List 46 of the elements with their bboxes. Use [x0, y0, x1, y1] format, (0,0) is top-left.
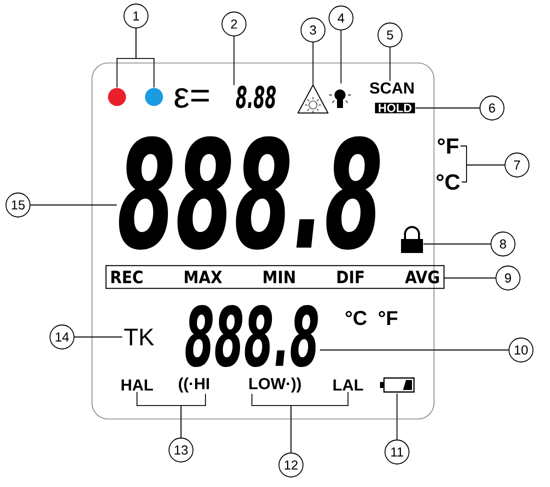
backlight-icon [328, 90, 352, 108]
unit-label: °C [346, 310, 367, 326]
callout-number: 15 [6, 192, 30, 218]
hold-badge: HOLD [375, 102, 415, 114]
battery-icon [380, 377, 415, 393]
leader-line [30, 204, 118, 206]
emissivity-digits: 8.88 [236, 86, 276, 108]
callout-number: 6 [480, 96, 504, 120]
main-digits: 888.8 [119, 136, 380, 250]
display-label: TK [124, 328, 154, 346]
display-label: HAL [122, 379, 153, 390]
callout-number: 7 [504, 152, 530, 178]
unit-label: °F [438, 138, 458, 154]
callout-number: 10 [508, 338, 534, 362]
unit-label: °C [436, 174, 460, 190]
display-label: LAL [334, 379, 364, 390]
indicator-dot [108, 88, 126, 106]
leader-line [180, 393, 206, 438]
callout-number: 13 [168, 438, 194, 462]
leader-line [312, 42, 314, 85]
emissivity-label: ε= [174, 88, 209, 108]
callout-number: 2 [222, 12, 246, 36]
leader-line [136, 28, 154, 88]
display-label: LOW·)) [249, 378, 301, 392]
callout-number: 3 [300, 18, 326, 42]
leader-line [396, 393, 398, 440]
leader-line [74, 336, 123, 338]
callout-number: 8 [490, 232, 516, 256]
callout-number: 5 [378, 22, 402, 48]
laser-warning-icon [298, 84, 328, 114]
display-label: SCAN [370, 82, 414, 94]
display-label: ((·HI [178, 378, 209, 392]
callout-number: 1 [124, 4, 148, 28]
callout-number: 11 [384, 440, 410, 464]
callout-number: 14 [50, 324, 74, 350]
secondary-digits: 888.8 [186, 305, 318, 367]
callout-number: 12 [278, 452, 304, 478]
leader-line [290, 392, 348, 453]
callout-number: 9 [496, 266, 520, 290]
leader-line [461, 164, 505, 182]
leader-line [340, 30, 342, 84]
lock-icon [401, 226, 423, 253]
callout-number: 4 [328, 6, 354, 30]
indicator-dot [145, 88, 163, 106]
mode-label-box: REC MAX MIN DIF AVG [106, 265, 444, 289]
unit-label: °F [378, 311, 398, 325]
